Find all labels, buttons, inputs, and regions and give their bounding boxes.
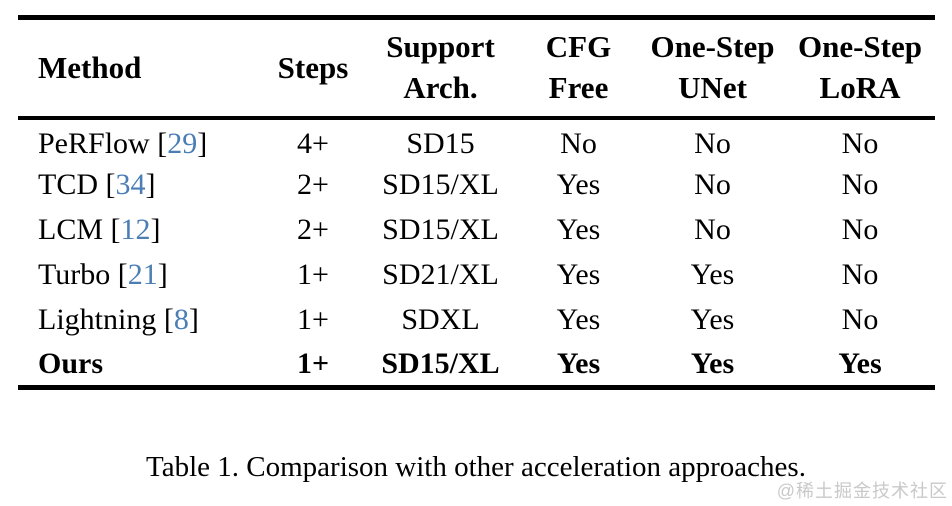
method-cell: Lightning [8] <box>38 303 199 336</box>
method-name: Lightning <box>38 303 157 336</box>
cell-cfg-free: Yes <box>556 346 601 380</box>
method-name: Ours <box>38 346 104 380</box>
method-name: Turbo <box>38 258 111 291</box>
method-name: PeRFlow <box>38 127 150 160</box>
cell-arch: SD21/XL <box>382 258 499 291</box>
column-header-steps: Steps <box>262 18 364 118</box>
cell-steps: 1+ <box>297 258 329 291</box>
watermark-text: @稀土掘金技术社区 <box>776 481 948 501</box>
citation-link[interactable]: 21 <box>127 258 158 291</box>
cell-steps: 2+ <box>297 168 329 201</box>
table-row: Turbo [21] 1+ SD21/XL Yes Yes No <box>18 253 935 298</box>
cell-steps: 1+ <box>296 346 330 380</box>
cell-cfg-free: Yes <box>556 303 601 336</box>
citation-link[interactable]: 8 <box>173 303 189 336</box>
cell-arch: SD15/XL <box>381 346 500 380</box>
cell-onestep-unet: No <box>694 213 731 246</box>
table-caption: Table 1. Comparison with other accelerat… <box>146 451 806 483</box>
header-line: One-Step <box>650 29 775 65</box>
header-line: Free <box>548 69 609 105</box>
table-row: LCM [12] 2+ SD15/XL Yes No No <box>18 208 935 253</box>
citation-link[interactable]: 12 <box>120 213 151 246</box>
table-row: Ours 1+ SD15/XL Yes Yes Yes <box>18 343 935 388</box>
cell-onestep-lora: No <box>841 303 879 336</box>
citation-link[interactable]: 34 <box>115 168 146 201</box>
citation-link[interactable]: 29 <box>167 127 198 160</box>
column-header-method: Method <box>18 18 262 118</box>
method-cell: TCD [34] <box>38 168 156 201</box>
cell-onestep-lora: No <box>841 213 879 246</box>
cell-cfg-free: No <box>560 127 597 160</box>
cell-onestep-lora: Yes <box>838 346 882 380</box>
column-header-cfg-free: CFG Free <box>517 18 640 118</box>
cell-arch: SDXL <box>401 303 480 336</box>
header-line: Method <box>38 49 142 85</box>
header-line: One-Step <box>798 29 922 65</box>
cell-cfg-free: Yes <box>556 213 601 246</box>
cell-onestep-unet: Yes <box>690 258 735 291</box>
cell-arch: SD15 <box>406 127 475 160</box>
table-row: TCD [34] 2+ SD15/XL Yes No No <box>18 163 935 208</box>
table-row: PeRFlow [29] 4+ SD15 No No No <box>18 118 935 163</box>
method-name: TCD <box>38 168 98 201</box>
header-line: Arch. <box>403 69 478 105</box>
cell-steps: 1+ <box>297 303 329 336</box>
method-name: LCM <box>38 213 104 246</box>
cell-onestep-lora: No <box>841 168 879 201</box>
method-cell: Turbo [21] <box>38 258 168 291</box>
header-line: UNet <box>678 69 747 105</box>
cell-steps: 2+ <box>297 213 329 246</box>
cell-cfg-free: Yes <box>556 258 601 291</box>
cell-onestep-unet: No <box>694 168 731 201</box>
cell-steps: 4+ <box>297 127 329 160</box>
method-cell: Ours <box>18 343 262 388</box>
header-line: LoRA <box>819 69 901 105</box>
cell-arch: SD15/XL <box>382 213 499 246</box>
cell-onestep-lora: No <box>841 258 879 291</box>
cell-onestep-lora: No <box>841 127 879 160</box>
cell-onestep-unet: No <box>694 127 731 160</box>
header-line: Support <box>386 29 495 65</box>
cell-arch: SD15/XL <box>382 168 499 201</box>
cell-onestep-unet: Yes <box>690 303 735 336</box>
method-cell: LCM [12] <box>38 213 161 246</box>
cell-cfg-free: Yes <box>556 168 601 201</box>
table-row: Lightning [8] 1+ SDXL Yes Yes No <box>18 298 935 343</box>
cell-onestep-unet: Yes <box>690 346 735 380</box>
header-line: Steps <box>277 49 349 85</box>
header-line: CFG <box>545 29 612 65</box>
method-cell: PeRFlow [29] <box>38 127 208 160</box>
